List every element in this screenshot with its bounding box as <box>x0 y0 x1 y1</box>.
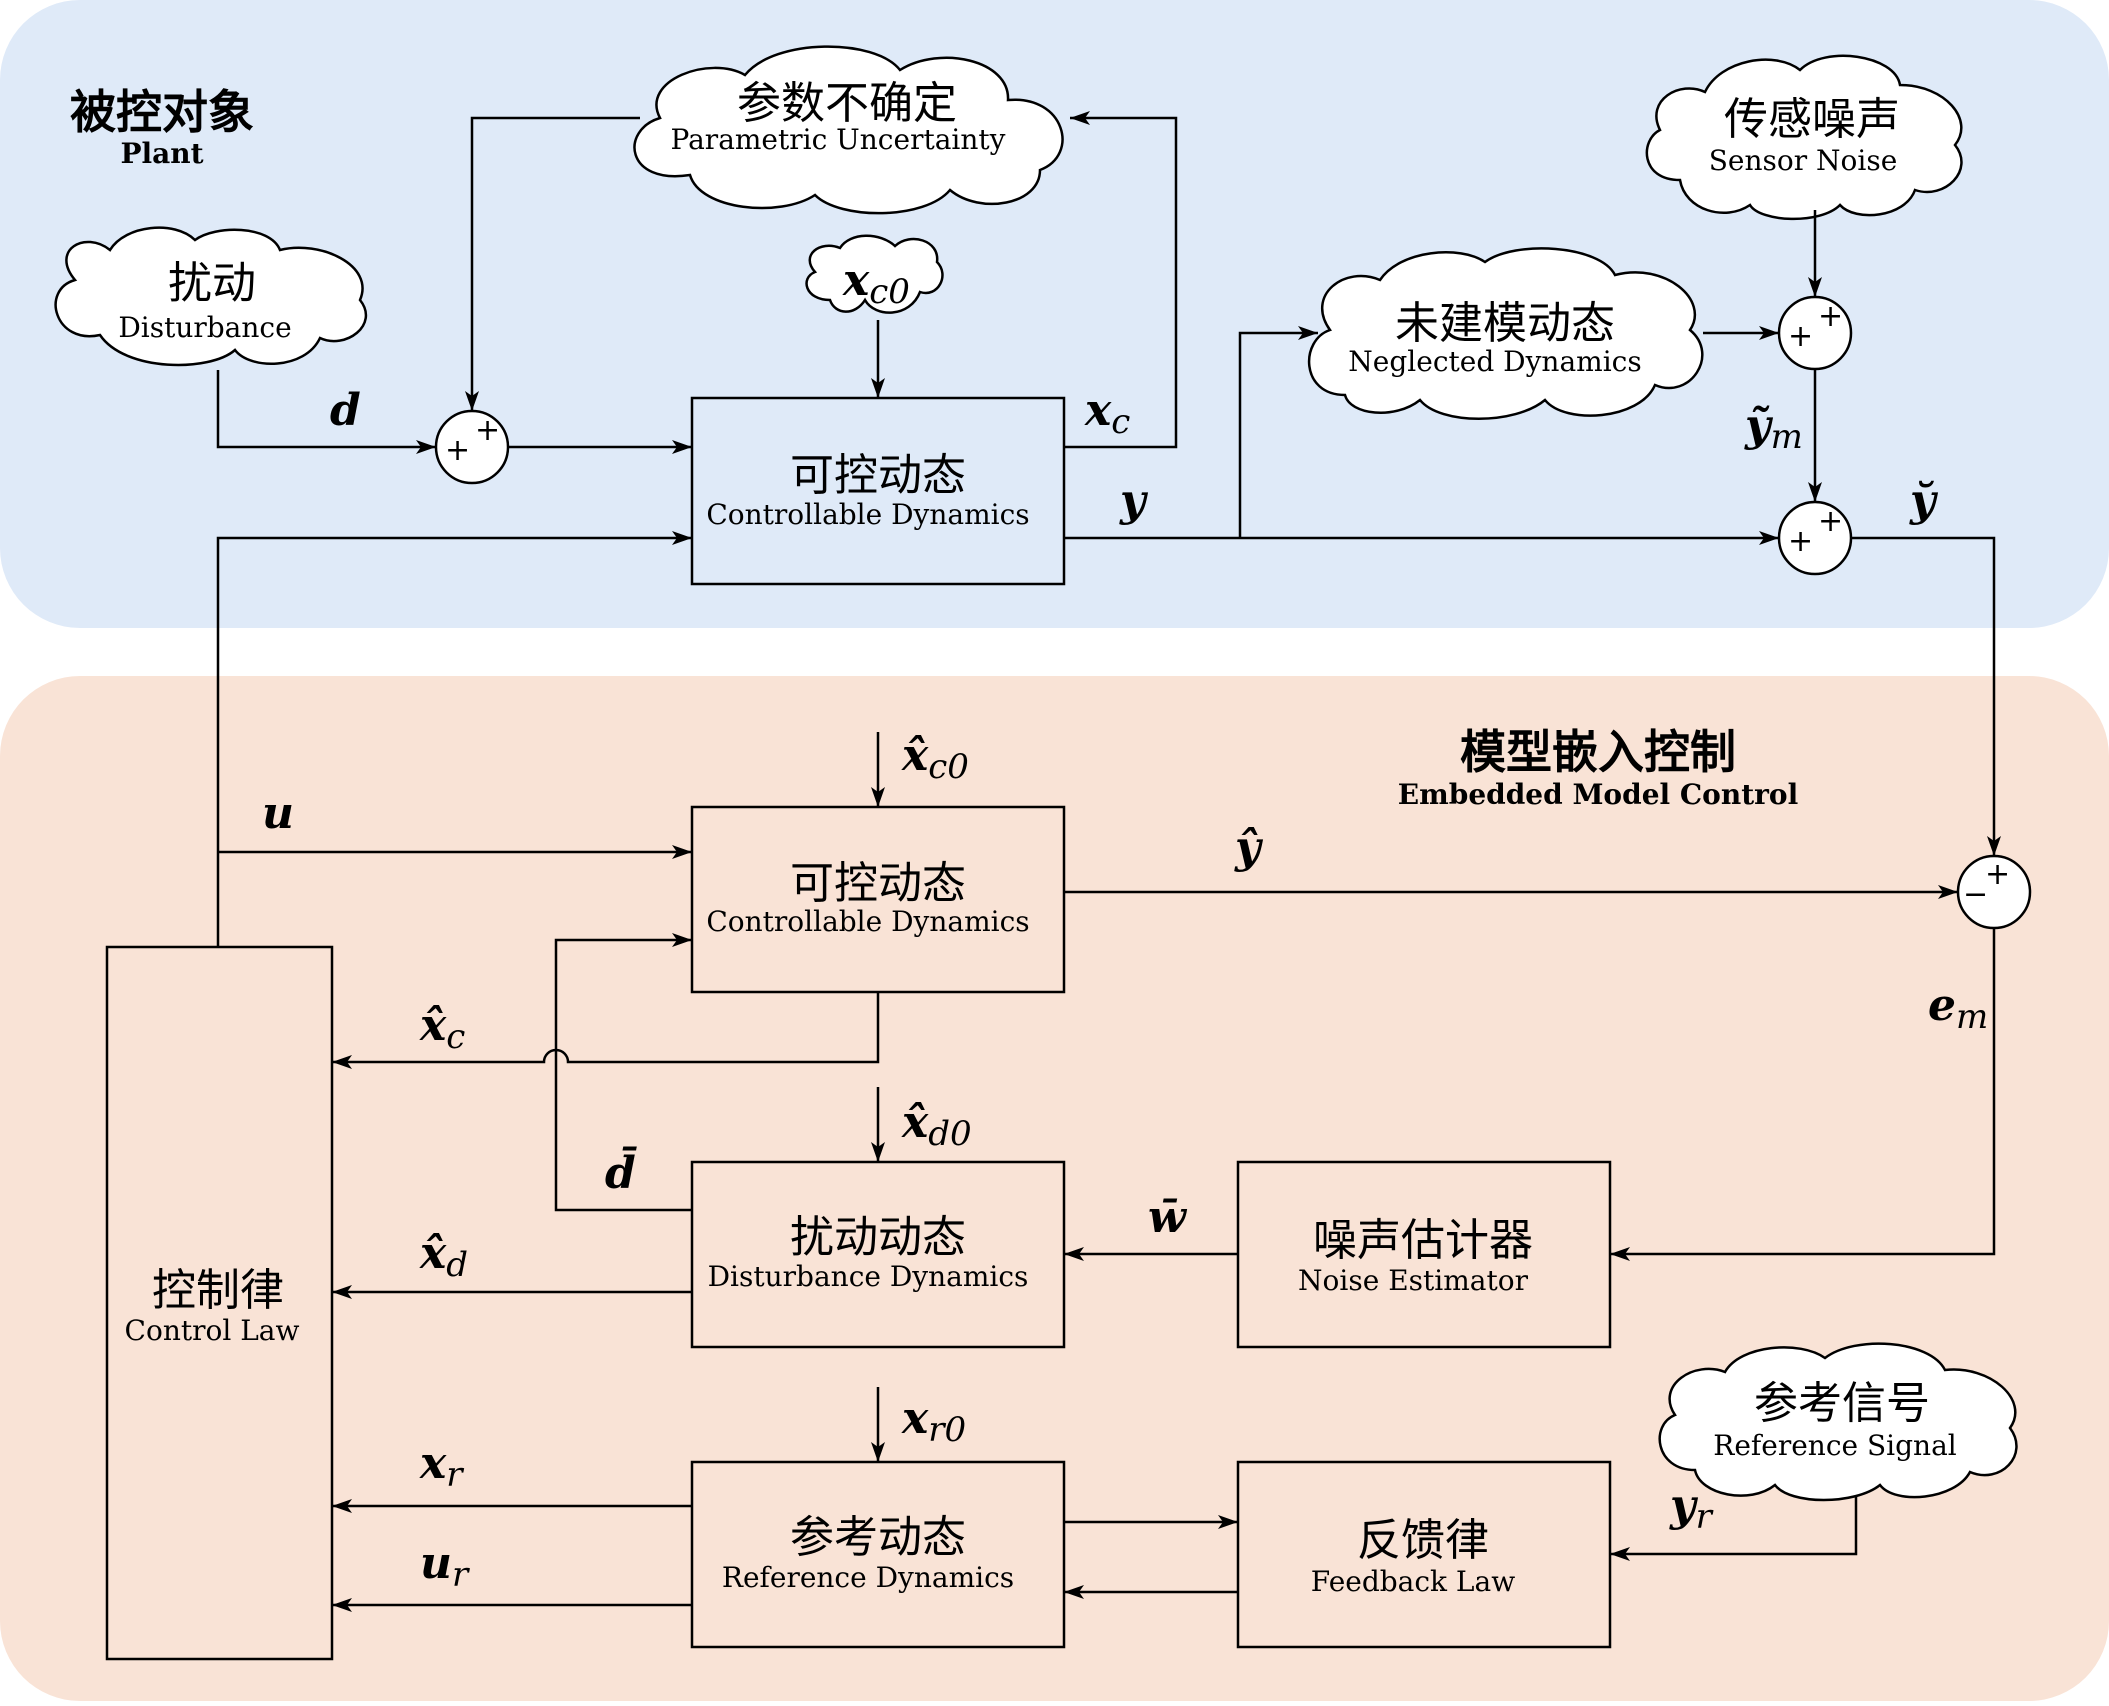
parametric-uncertainty-zh: 参数不确定 <box>737 78 957 129</box>
signal-ur: ur <box>420 1538 470 1595</box>
sensor-noise-en: Sensor Noise <box>1709 144 1898 177</box>
signal-xd0-hat: x̂d0 <box>901 1097 972 1154</box>
neglected-dynamics-zh: 未建模动态 <box>1395 298 1615 349</box>
disturbance-zh: 扰动 <box>168 258 256 309</box>
wire-disturbance-to-sum <box>216 370 436 454</box>
signal-xc-hat: x̂c <box>419 1000 465 1057</box>
plant-dyn-en: Controllable Dynamics <box>706 498 1029 531</box>
model-dyn-zh: 可控动态 <box>790 858 966 909</box>
wire-param-to-sum <box>465 116 640 411</box>
dist-dyn-zh: 扰动动态 <box>790 1212 966 1263</box>
signal-u: u <box>262 788 294 839</box>
signal-xc: xc <box>1084 385 1130 442</box>
dist-dyn-en: Disturbance Dynamics <box>708 1260 1029 1293</box>
sum-plus-top: + <box>1818 504 1843 539</box>
wire-y-to-neglected <box>1238 326 1318 538</box>
xc0-cloud-label: xc0 <box>842 255 910 312</box>
feedback-en: Feedback Law <box>1311 1565 1515 1598</box>
emc-region <box>0 676 2109 1701</box>
signal-yr: yr <box>1669 1480 1714 1537</box>
reference-dynamics-block: 参考动态 Reference Dynamics <box>690 1460 1066 1649</box>
sum-junction-plant-input: + + <box>434 409 510 485</box>
reference-signal-en: Reference Signal <box>1713 1429 1957 1462</box>
plant-region <box>0 0 2109 628</box>
signal-xr: xr <box>419 1438 464 1495</box>
signal-y: y <box>1119 475 1149 526</box>
noise-est-en: Noise Estimator <box>1298 1264 1529 1297</box>
parametric-uncertainty-en: Parametric Uncertainty <box>671 123 1006 156</box>
sum-plus-top: + <box>1818 299 1843 334</box>
signal-em: em <box>1928 980 1988 1037</box>
signal-xd-hat: x̂d <box>419 1228 468 1285</box>
sum-plus-top: + <box>1985 857 2010 892</box>
sum-plus-left: + <box>1788 524 1813 559</box>
emc-title-en: Embedded Model Control <box>1398 778 1798 811</box>
sum-junction-measurement: + + <box>1777 500 1853 576</box>
disturbance-cloud: 扰动 Disturbance <box>54 226 368 367</box>
feedback-law-block: 反馈律 Feedback Law <box>1236 1460 1612 1649</box>
wire-xchat-to-control <box>332 992 880 1069</box>
model-controllable-dynamics-block: 可控动态 Controllable Dynamics <box>690 805 1066 994</box>
signal-xc0-hat: x̂c0 <box>901 730 969 787</box>
plant-title-en: Plant <box>120 137 203 170</box>
ref-dyn-en: Reference Dynamics <box>722 1561 1014 1594</box>
plant-dyn-zh: 可控动态 <box>790 450 966 501</box>
sum-junction-model-error: + − <box>1956 854 2032 930</box>
control-law-zh: 控制律 <box>152 1265 284 1316</box>
signal-xr0: xr0 <box>901 1393 966 1450</box>
signal-w-bar: w̄ <box>1148 1192 1188 1243</box>
signal-d: d <box>330 385 361 436</box>
sum-plus-left: + <box>1788 319 1813 354</box>
noise-estimator-block: 噪声估计器 Noise Estimator <box>1236 1160 1612 1349</box>
signal-y-hat: ŷ <box>1234 822 1264 873</box>
reference-signal-cloud: 参考信号 Reference Signal <box>1658 1342 2018 1502</box>
emc-title-zh: 模型嵌入控制 <box>1460 725 1736 779</box>
disturbance-dynamics-block: 扰动动态 Disturbance Dynamics <box>690 1160 1066 1349</box>
sensor-noise-zh: 传感噪声 <box>1724 94 1900 145</box>
wire-xc-to-param <box>1064 111 1178 449</box>
neglected-dynamics-cloud: 未建模动态 Neglected Dynamics <box>1307 247 1704 420</box>
noise-est-zh: 噪声估计器 <box>1313 1215 1533 1266</box>
feedback-zh: 反馈律 <box>1357 1515 1489 1566</box>
reference-signal-zh: 参考信号 <box>1754 1378 1930 1429</box>
ref-dyn-zh: 参考动态 <box>790 1512 966 1563</box>
control-law-en: Control Law <box>125 1314 300 1347</box>
disturbance-en: Disturbance <box>118 311 291 344</box>
sensor-noise-cloud: 传感噪声 Sensor Noise <box>1645 54 1963 221</box>
control-law-block: 控制律 Control Law <box>105 945 334 1661</box>
wire-em-to-noise-est <box>1610 928 1996 1261</box>
wire-dbar-to-model <box>554 933 692 1212</box>
sum-minus-left: − <box>1963 877 1988 912</box>
signal-ym-tilde: ỹm <box>1744 400 1803 457</box>
plant-title-zh: 被控对象 <box>70 85 254 139</box>
parametric-uncertainty-cloud: 参数不确定 Parametric Uncertainty <box>633 45 1064 215</box>
plant-controllable-dynamics-block: 可控动态 Controllable Dynamics <box>690 396 1066 586</box>
signal-d-bar: d̄ <box>605 1145 637 1199</box>
wire-ybreve-to-error <box>1851 536 2001 856</box>
wire-control-u-to-plant <box>216 531 692 947</box>
sum-junction-neglected: + + <box>1777 295 1853 371</box>
wire-yr-to-feedback <box>1610 1495 1858 1561</box>
xc0-cloud: xc0 <box>805 234 944 314</box>
sum-plus-left: + <box>445 433 470 468</box>
model-dyn-en: Controllable Dynamics <box>706 905 1029 938</box>
neglected-dynamics-en: Neglected Dynamics <box>1348 345 1641 378</box>
signal-y-breve: y̆ <box>1909 475 1939 526</box>
sum-plus-top: + <box>475 413 500 448</box>
